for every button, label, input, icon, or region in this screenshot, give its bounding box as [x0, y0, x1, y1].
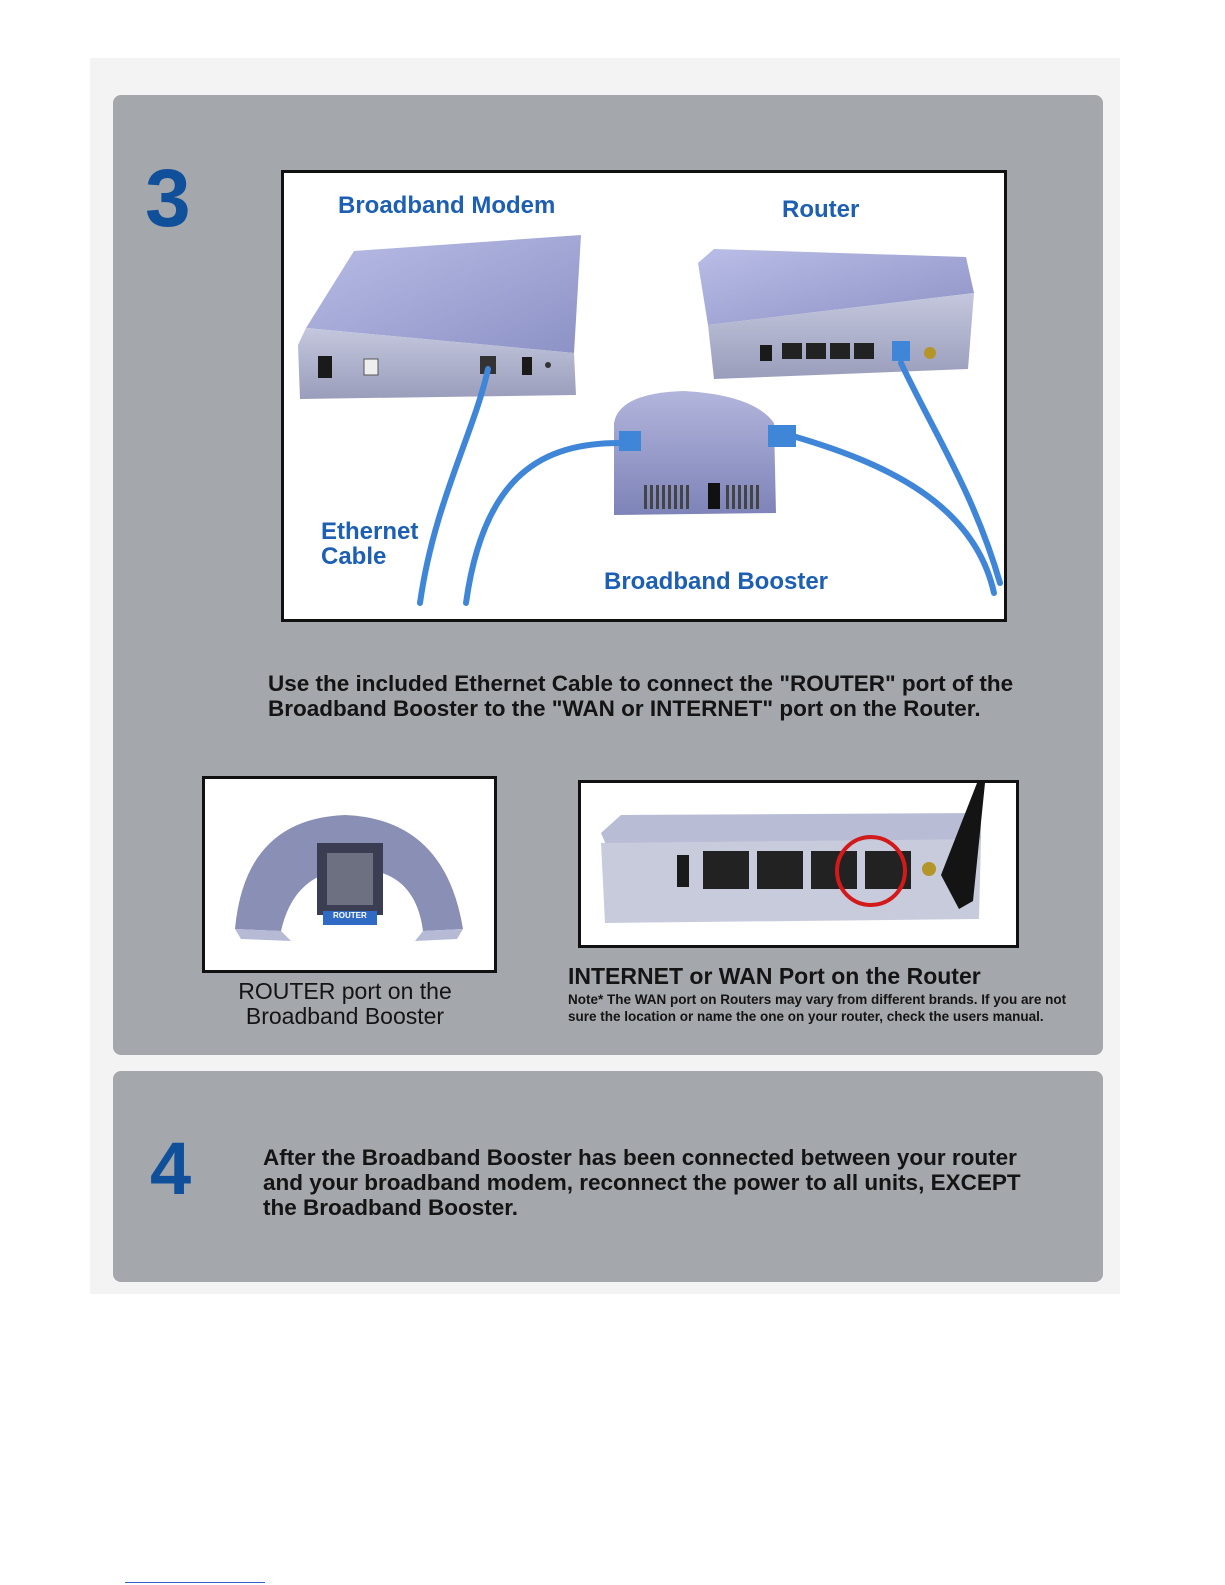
modem-device: [298, 235, 581, 399]
label-router: Router: [782, 196, 860, 223]
connection-photo: Broadband Modem Router Ethernet Cable Br…: [281, 170, 1007, 622]
booster-device: [614, 391, 796, 515]
wan-port-caption: INTERNET or WAN Port on the Router: [568, 963, 981, 989]
label-ethernet-cable: Ethernet Cable: [321, 518, 419, 571]
footer-rule: [125, 1582, 265, 1583]
router-port-tag: ROUTER: [333, 911, 367, 920]
label-broadband-modem: Broadband Modem: [338, 192, 556, 219]
router-device: [698, 249, 974, 379]
wan-port-photo: [578, 780, 1019, 948]
step-4-instruction: After the Broadband Booster has been con…: [263, 1145, 1021, 1220]
wan-port-illustration: [601, 783, 985, 923]
ethernet-cables: [417, 360, 1003, 606]
connection-illustration: [298, 235, 1003, 606]
step-4-panel: [113, 1071, 1103, 1282]
step-3-instruction: Use the included Ethernet Cable to conne…: [268, 671, 1014, 721]
step-4-number: 4: [150, 1127, 192, 1210]
step-3-number: 3: [145, 153, 191, 244]
wan-highlight-circle: [835, 835, 907, 907]
wan-port-note: Note* The WAN port on Routers may vary f…: [568, 992, 1067, 1024]
label-broadband-booster: Broadband Booster: [604, 568, 829, 595]
booster-port-caption: ROUTER port on the Broadband Booster: [238, 978, 452, 1029]
booster-port-photo: ROUTER: [202, 776, 497, 973]
booster-port-illustration: [235, 815, 463, 941]
